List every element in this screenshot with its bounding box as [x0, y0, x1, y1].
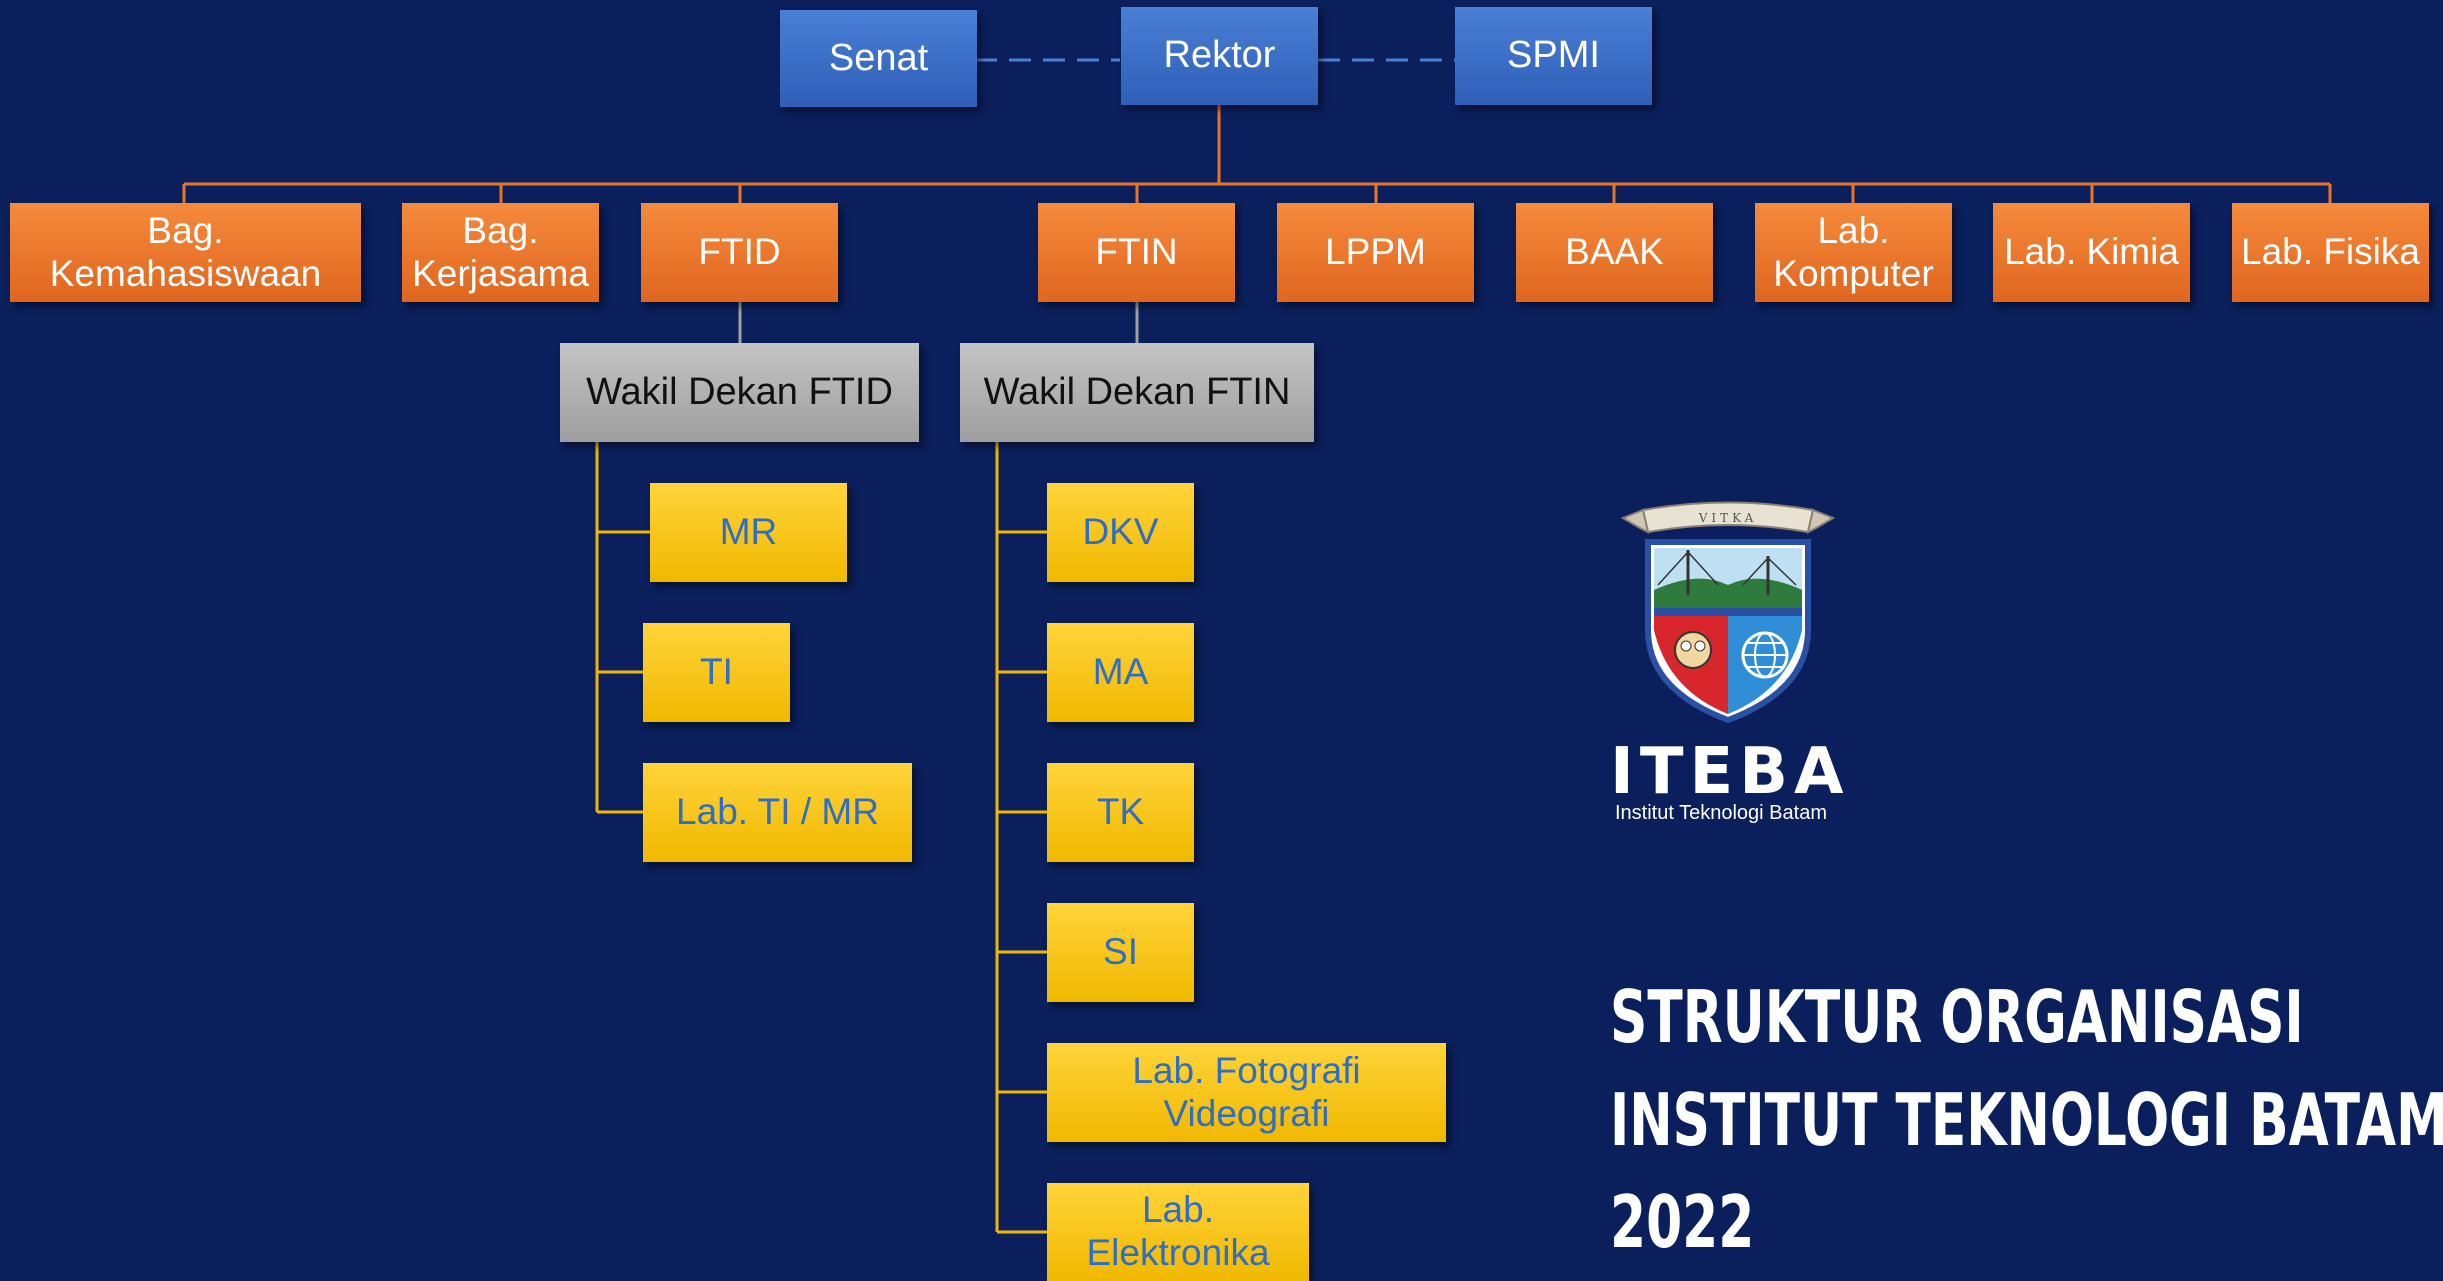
spmi-box: SPMI: [1455, 7, 1652, 105]
deputy-label: Wakil Dekan FTID: [586, 370, 893, 413]
unit-lab-komputer: Lab. Komputer: [1755, 203, 1952, 302]
program-label: MA: [1092, 651, 1149, 693]
unit-lppm: LPPM: [1277, 203, 1474, 302]
iteba-crest-logo: VITKA: [1608, 490, 1848, 830]
wakil-dekan-ftid-box: Wakil Dekan FTID: [560, 343, 919, 442]
wakil-dekan-ftin-box: Wakil Dekan FTIN: [960, 343, 1314, 442]
program-label: Lab. TI / MR: [676, 791, 879, 833]
unit-baak: BAAK: [1516, 203, 1713, 302]
logo-wordmark: ITEBA: [1610, 735, 1850, 809]
unit-lab-fisika: Lab. Fisika: [2232, 203, 2429, 302]
lab-elektronika: Lab. Elektronika: [1047, 1183, 1309, 1281]
spmi-label: SPMI: [1507, 34, 1600, 77]
unit-ftin: FTIN: [1038, 203, 1235, 302]
unit-label: Bag. Kemahasiswaan: [49, 209, 322, 294]
program-label: Lab. Fotografi Videografi: [1132, 1049, 1361, 1134]
deputy-label: Wakil Dekan FTIN: [983, 370, 1291, 413]
rektor-box: Rektor: [1121, 7, 1318, 105]
program-ma: MA: [1047, 623, 1194, 722]
program-ti: TI: [643, 623, 790, 722]
lab-ti-mr: Lab. TI / MR: [643, 763, 912, 862]
lab-fotografi-videografi: Lab. Fotografi Videografi: [1047, 1043, 1446, 1142]
title-line-2: INSTITUT TEKNOLOGI BATAM: [1610, 1078, 2443, 1162]
program-tk: TK: [1047, 763, 1194, 862]
unit-label: Lab. Kimia: [2004, 231, 2179, 273]
program-label: TI: [700, 651, 733, 693]
senat-box: Senat: [780, 10, 977, 107]
unit-label: Bag. Kerjasama: [412, 209, 589, 294]
program-dkv: DKV: [1047, 483, 1194, 582]
rektor-label: Rektor: [1163, 34, 1276, 77]
program-si: SI: [1047, 903, 1194, 1002]
unit-label: BAAK: [1565, 231, 1664, 273]
program-label: DKV: [1082, 511, 1159, 553]
program-label: SI: [1103, 931, 1138, 973]
unit-ftid: FTID: [641, 203, 838, 302]
program-label: TK: [1096, 791, 1145, 833]
unit-label: FTID: [698, 231, 781, 273]
logo-subtitle: Institut Teknologi Batam: [1615, 802, 1827, 824]
unit-kerjasama: Bag. Kerjasama: [402, 203, 599, 302]
program-mr: MR: [650, 483, 847, 582]
title-line-1: STRUKTUR ORGANISASI: [1610, 975, 2304, 1059]
unit-lab-kimia: Lab. Kimia: [1993, 203, 2190, 302]
program-label: Lab. Elektronika: [1086, 1189, 1270, 1273]
unit-label: LPPM: [1325, 231, 1426, 273]
svg-text:VITKA: VITKA: [1698, 511, 1758, 525]
unit-label: FTIN: [1095, 231, 1178, 273]
unit-label: Lab. Fisika: [2241, 231, 2420, 273]
unit-kemahasiswaan: Bag. Kemahasiswaan: [10, 203, 361, 302]
program-label: MR: [719, 511, 778, 553]
unit-label: Lab. Komputer: [1773, 209, 1934, 294]
title-line-3: 2022: [1610, 1180, 1755, 1264]
crest-icon: VITKA: [1620, 501, 1836, 724]
senat-label: Senat: [828, 36, 929, 79]
